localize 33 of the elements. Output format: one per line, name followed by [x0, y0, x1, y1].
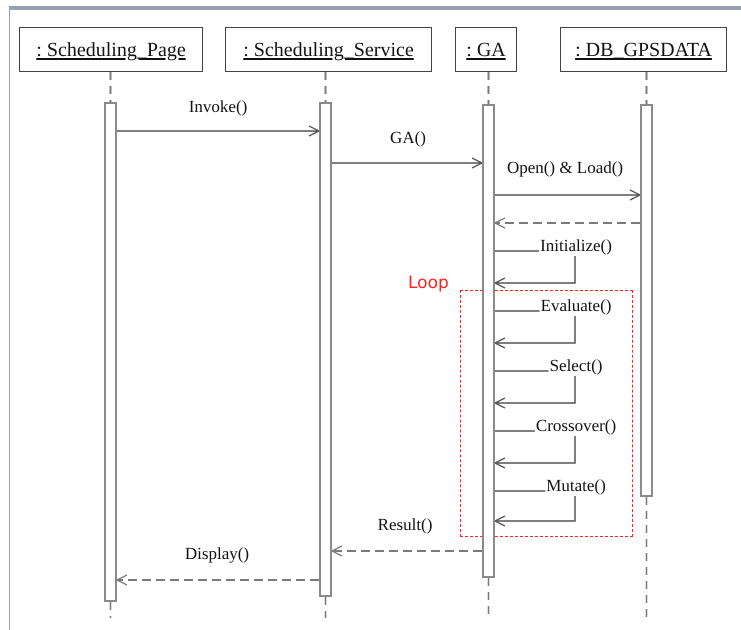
activation-bar	[319, 102, 332, 597]
lifeline	[110, 72, 112, 102]
message-label: Crossover()	[534, 416, 618, 436]
object-name: : Scheduling_Service	[243, 40, 414, 60]
message-label: Select()	[548, 356, 604, 376]
message-label: Evaluate()	[540, 296, 612, 316]
return-arrow	[331, 545, 482, 557]
message-label: Open() & Load()	[506, 158, 624, 178]
activation-bar	[640, 104, 653, 497]
activation-bar	[104, 102, 117, 602]
message-label: Invoke()	[188, 97, 248, 117]
message-arrow	[495, 189, 641, 201]
object-box	[560, 27, 727, 72]
object-name: : DB_GPSDATA	[575, 40, 712, 60]
fragment-label: Loop	[408, 272, 449, 294]
object-name: : Scheduling_Page	[36, 40, 186, 60]
message-label: Initialize()	[539, 236, 613, 256]
activation-bar	[482, 104, 495, 578]
object-box	[455, 27, 517, 72]
lifeline	[324, 72, 326, 102]
return-arrow	[116, 574, 319, 586]
message-arrow	[332, 157, 483, 169]
object-name: : GA	[466, 40, 506, 60]
return-arrow	[494, 217, 640, 229]
message-label: GA()	[389, 128, 427, 148]
message-label: Result()	[376, 515, 434, 535]
lifeline	[488, 72, 490, 104]
object-box	[225, 27, 432, 72]
message-label: Mutate()	[545, 476, 607, 496]
object-box	[19, 27, 203, 72]
message-arrow	[117, 125, 320, 137]
lifeline	[646, 72, 648, 104]
message-label: Display()	[184, 544, 250, 564]
